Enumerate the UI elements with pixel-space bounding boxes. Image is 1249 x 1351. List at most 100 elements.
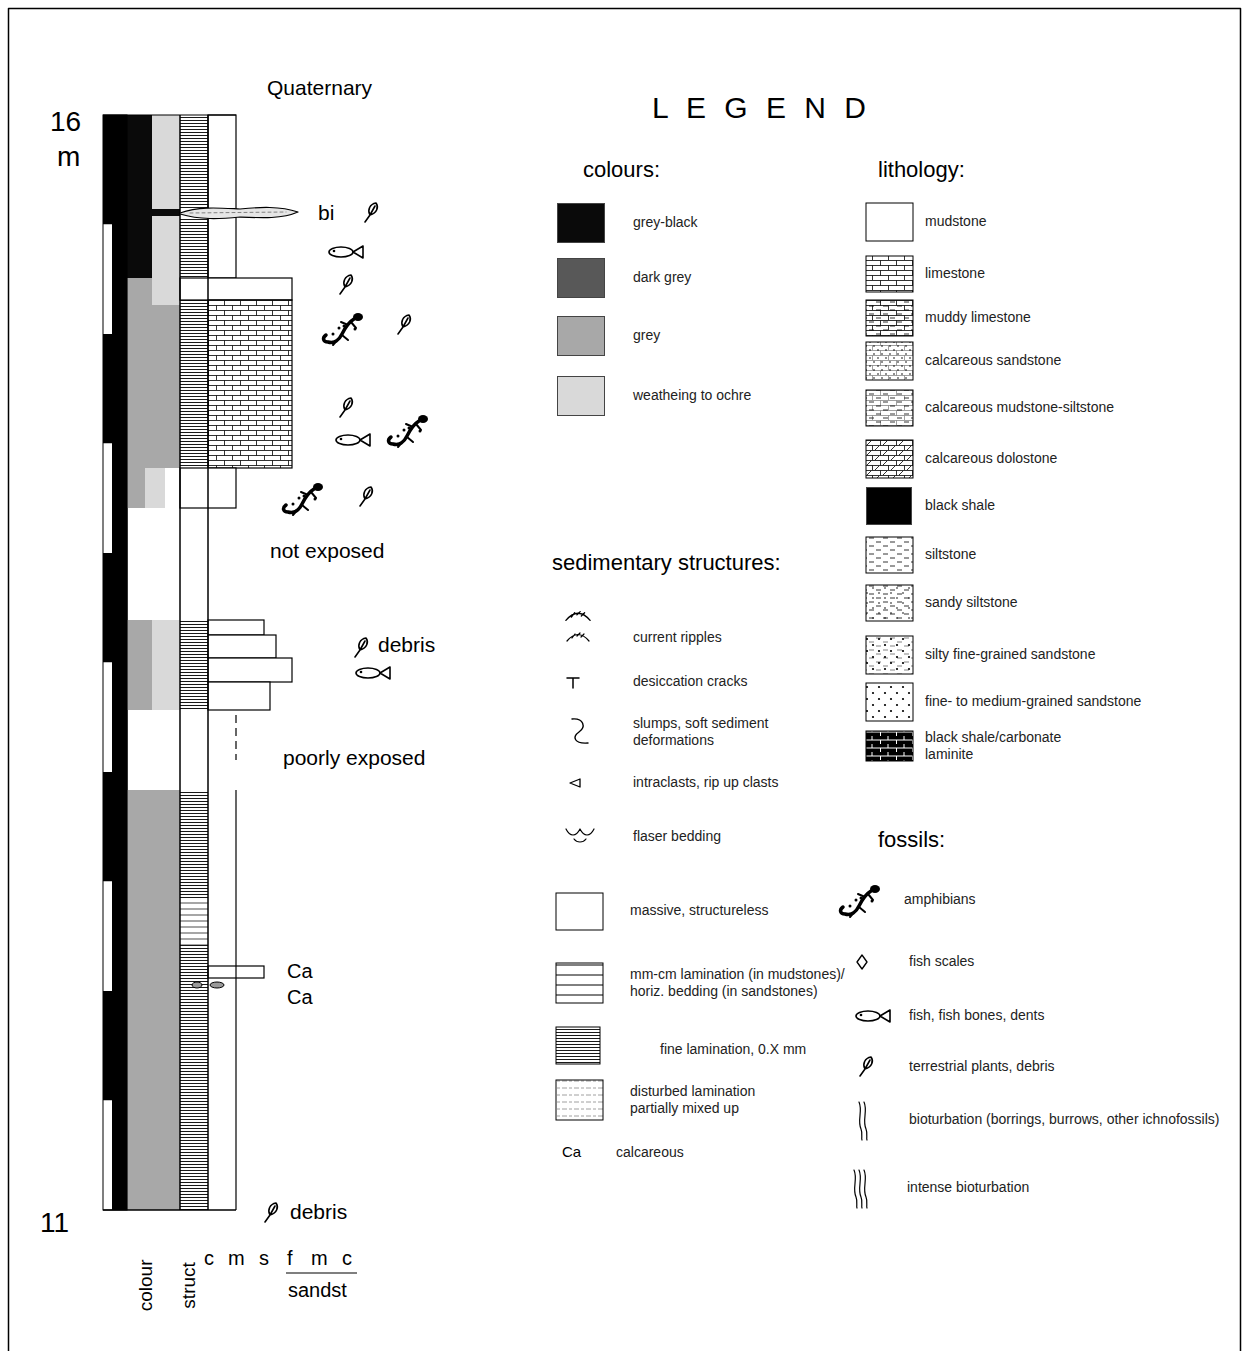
amphibian-spot bbox=[298, 497, 301, 500]
base-line bbox=[103, 1209, 236, 1211]
bed-label: bi bbox=[318, 200, 334, 225]
leaf-symbol bbox=[860, 1057, 872, 1076]
color-swatch bbox=[866, 487, 912, 525]
legend-text: dark grey bbox=[633, 269, 691, 287]
column-header: colour bbox=[136, 1259, 159, 1311]
amphibian-head bbox=[418, 415, 428, 423]
amphibian-head bbox=[313, 483, 323, 491]
symbol-path bbox=[860, 1057, 872, 1076]
symbol-path bbox=[566, 829, 594, 842]
log-line bbox=[126, 115, 127, 1210]
fossil-note: debris bbox=[378, 632, 435, 657]
ripple-symbol bbox=[566, 612, 590, 621]
legend-text: muddy limestone bbox=[925, 309, 1031, 327]
figure-frame bbox=[9, 9, 1241, 1351]
amphibian-symbol bbox=[389, 415, 428, 447]
symbol-path bbox=[360, 487, 372, 506]
legend-text: silty fine-grained sandstone bbox=[925, 646, 1095, 664]
grain-size-rule bbox=[286, 1272, 357, 1273]
amphibian-spot bbox=[849, 905, 852, 908]
legend-text: black shale/carbonate laminite bbox=[925, 729, 1075, 764]
amphibian-spot bbox=[419, 430, 422, 433]
log-line bbox=[103, 114, 236, 115]
mudstone-sample bbox=[866, 203, 913, 241]
scale-bar bbox=[112, 115, 127, 1210]
fish-body bbox=[336, 435, 360, 445]
scale-segment bbox=[103, 225, 112, 335]
leaf-symbol bbox=[340, 398, 352, 417]
amphibian-spot bbox=[408, 427, 411, 430]
scale-outline bbox=[103, 115, 127, 1210]
fish-eye bbox=[360, 671, 363, 674]
fossil-note: debris bbox=[290, 1199, 347, 1224]
legend-text: siltstone bbox=[925, 546, 976, 564]
legend-text: massive, structureless bbox=[630, 902, 768, 920]
calc-mudstone-overlay bbox=[866, 390, 913, 426]
legend-text: bioturbation (borrings, burrows, other i… bbox=[909, 1111, 1219, 1129]
scale-segment bbox=[103, 991, 112, 1101]
silty-sandstone-sample bbox=[866, 636, 913, 674]
fish-symbol bbox=[856, 1010, 890, 1022]
dashed-line bbox=[235, 715, 236, 760]
symbol-path bbox=[265, 1203, 277, 1222]
sandstone-dots bbox=[866, 683, 913, 721]
legend-text: intense bioturbation bbox=[907, 1179, 1029, 1197]
concretion bbox=[192, 982, 202, 988]
period-label: Quaternary bbox=[267, 75, 372, 100]
leaf-symbol bbox=[360, 487, 372, 506]
scale-segment bbox=[103, 334, 112, 444]
scale-segment bbox=[103, 115, 112, 225]
fish-eye bbox=[333, 250, 336, 253]
legend-text: calcareous mudstone-siltstone bbox=[925, 399, 1114, 417]
flaser-symbol bbox=[566, 829, 594, 842]
symbol-path bbox=[854, 1170, 867, 1208]
symbol-path bbox=[572, 719, 588, 743]
fish-body bbox=[356, 668, 380, 678]
muddy-limestone-sample bbox=[866, 300, 913, 336]
symbol-path bbox=[340, 398, 352, 417]
crack-symbol bbox=[567, 678, 579, 688]
legend-text: fish, fish bones, dents bbox=[909, 1007, 1044, 1025]
symbol-path bbox=[360, 434, 370, 446]
amphibian-head bbox=[870, 885, 880, 893]
muddy-limestone-overlay bbox=[866, 300, 913, 336]
fine-lamination-sample bbox=[556, 1027, 600, 1064]
fish-eye bbox=[340, 438, 343, 441]
amphibian-spot bbox=[855, 899, 858, 902]
amphibian-spot bbox=[338, 327, 341, 330]
log-line bbox=[235, 790, 236, 1210]
legend-samples bbox=[556, 203, 913, 1120]
grain-size-label: c bbox=[342, 1246, 352, 1270]
fish-eye bbox=[860, 1014, 863, 1017]
sandstone-bed bbox=[208, 658, 292, 682]
color-swatch bbox=[557, 203, 605, 243]
amphibian-spot bbox=[403, 429, 406, 432]
colour-block bbox=[152, 305, 180, 468]
lamination-block bbox=[180, 790, 208, 900]
colour-block bbox=[145, 468, 165, 508]
symbol-path bbox=[398, 424, 421, 447]
scale-symbol bbox=[857, 955, 867, 969]
amphibian-spot bbox=[292, 503, 295, 506]
colour-block bbox=[127, 790, 180, 1210]
amphibian-spot bbox=[871, 900, 874, 903]
fish-symbol bbox=[329, 246, 363, 258]
symbol-path bbox=[353, 246, 363, 258]
legend-text: calcareous dolostone bbox=[925, 450, 1057, 468]
legend-text: sandy siltstone bbox=[925, 594, 1018, 612]
symbol-path bbox=[293, 492, 316, 515]
lamination-sample bbox=[556, 963, 603, 1003]
amphibian-head bbox=[353, 313, 363, 321]
amphibian-spot bbox=[343, 325, 346, 328]
legend-text: calcareous bbox=[616, 1144, 684, 1162]
grain-size-label: f bbox=[287, 1246, 293, 1270]
log-line bbox=[207, 115, 209, 1210]
depth-label: 16 bbox=[50, 105, 81, 139]
legend-text: black shale bbox=[925, 497, 995, 515]
legend-text: slumps, soft sediment deformations bbox=[633, 715, 798, 750]
lamination-block bbox=[180, 217, 208, 278]
legend-sample-text: Ca bbox=[562, 1143, 581, 1161]
legend-text: mudstone bbox=[925, 213, 986, 231]
color-swatch bbox=[557, 316, 605, 356]
legend-text: fish scales bbox=[909, 953, 974, 971]
